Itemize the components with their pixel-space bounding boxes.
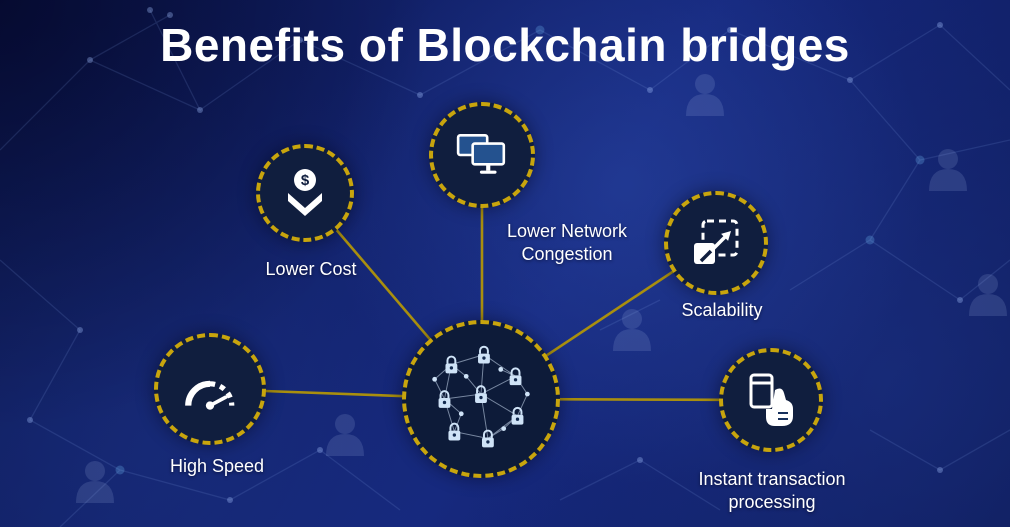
benefit-node-high-speed (154, 333, 266, 445)
benefit-label-scalability: Scalability (681, 300, 763, 320)
dual-monitors-icon (455, 132, 509, 178)
benefit-label-lower-network-congestion: Lower Network Congestion (506, 221, 628, 265)
benefit-label-high-speed: High Speed (169, 456, 265, 476)
benefit-node-lower-cost: $ (256, 144, 354, 242)
blockchain-network-icon (407, 325, 555, 473)
benefit-node-scalability (664, 191, 768, 295)
svg-text:$: $ (301, 172, 310, 189)
benefit-label-lower-cost: Lower Cost (265, 259, 357, 279)
benefit-label-instant-transaction-processing: Instant transaction processing (698, 469, 846, 513)
dollar-down-icon: $ (281, 167, 329, 219)
card-in-hand-icon (745, 372, 797, 428)
speedometer-icon (181, 365, 239, 413)
benefit-node-lower-network-congestion (429, 102, 535, 208)
benefit-node-instant-transaction-processing (719, 348, 823, 452)
center-node-blockchain (402, 320, 560, 478)
expand-arrow-icon (691, 218, 741, 268)
page-title: Benefits of Blockchain bridges (160, 19, 850, 71)
